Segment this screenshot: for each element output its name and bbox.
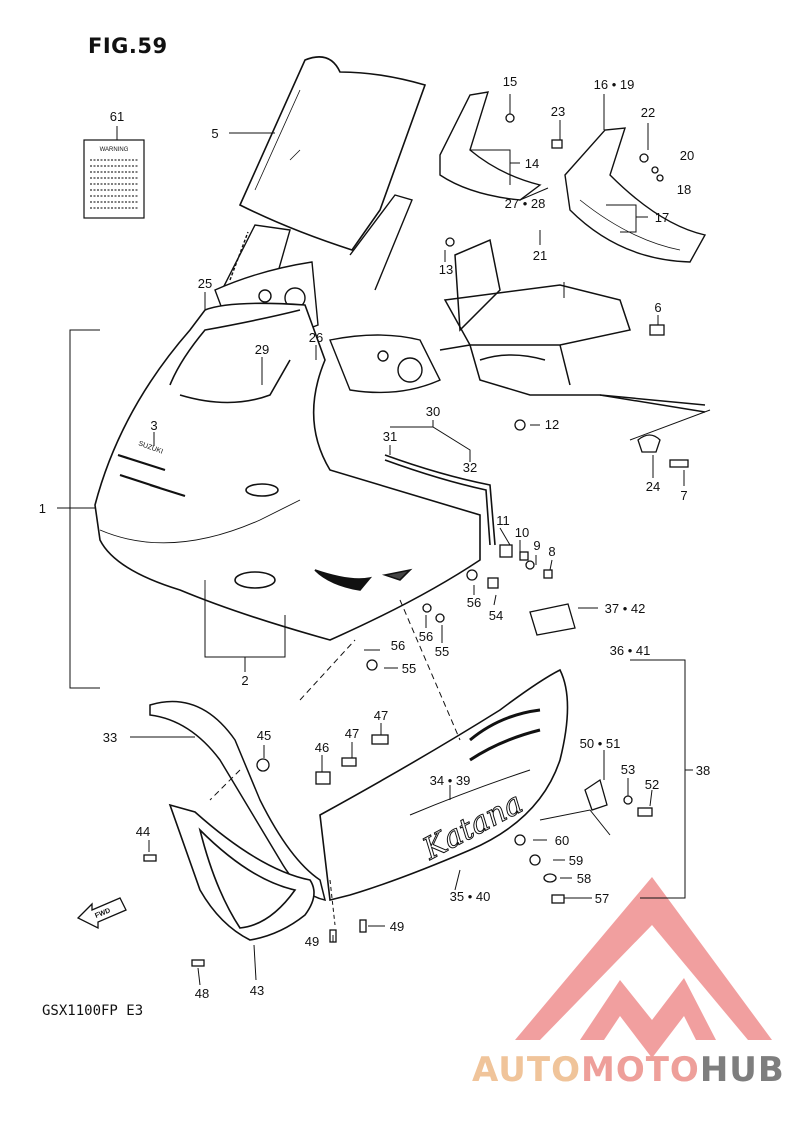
callout-16-19: 16 • 19 [594,77,635,92]
callout-59: 59 [569,853,583,868]
callout-3: 3 [150,418,157,433]
callout-57: 57 [595,891,609,906]
callout-56-mid: 56 [419,629,433,644]
callout-6: 6 [654,300,661,315]
callout-9: 9 [533,538,540,553]
watermark-logo [515,877,772,1058]
leader-lines [57,94,711,986]
callout-35-40: 35 • 40 [450,889,491,904]
callout-60: 60 [555,833,569,848]
lower-cowling [319,668,569,901]
watermark-wordmark: AUTOMOTOHUB [472,1050,785,1090]
callout-26: 26 [309,330,323,345]
fwd-arrow-icon [76,897,127,930]
callout-43: 43 [250,983,264,998]
callout-55-left: 55 [402,661,416,676]
trim-strip [384,454,496,546]
callout-50-51: 50 • 51 [580,736,621,751]
callout-30: 30 [426,404,440,419]
callout-58: 58 [577,871,591,886]
callout-32: 32 [463,460,477,475]
callout-27-28: 27 • 28 [505,196,546,211]
part-callouts: 1 2 3 5 6 7 8 9 10 11 12 13 14 15 16 • 1… [39,74,710,1001]
callout-34-39: 34 • 39 [430,773,471,788]
upper-cowling [94,302,481,641]
callout-13: 13 [439,262,453,277]
cowling-bracket-frame [443,238,706,413]
callout-14: 14 [525,156,539,171]
inner-side-panels [439,91,707,263]
callout-31: 31 [383,429,397,444]
watermark-auto: AUTO [472,1050,581,1090]
callout-36-41: 36 • 41 [610,643,651,658]
callout-17: 17 [655,210,669,225]
callout-38: 38 [696,763,710,778]
callout-29: 29 [255,342,269,357]
callout-1: 1 [39,501,46,516]
model-code: GSX1100FP E3 [42,1003,144,1019]
callout-55-right: 55 [435,644,449,659]
watermark-moto: MOTO [580,1050,700,1090]
windscreen [238,56,427,251]
callout-56-top: 56 [467,595,481,610]
callout-12: 12 [545,417,559,432]
callout-56-left: 56 [391,638,405,653]
callout-54: 54 [489,608,503,623]
callout-47-left: 47 [345,726,359,741]
inner-triangle-panel [168,803,315,941]
callout-49-right: 49 [390,919,404,934]
callout-7: 7 [680,488,687,503]
warning-label-sticker: WARNING [83,139,145,219]
callout-20: 20 [680,148,694,163]
callout-52: 52 [645,777,659,792]
callout-18: 18 [677,182,691,197]
callout-22: 22 [641,105,655,120]
callout-53: 53 [621,762,635,777]
callout-44: 44 [136,824,150,839]
callout-37-42: 37 • 42 [605,601,646,616]
callout-61: 61 [110,109,124,124]
callout-8: 8 [548,544,555,559]
callout-10: 10 [515,525,529,540]
callout-33: 33 [103,730,117,745]
callout-11: 11 [496,513,510,528]
warning-label-text: WARNING [100,147,129,153]
callout-15: 15 [503,74,517,89]
callout-47-right: 47 [374,708,388,723]
callout-2: 2 [241,673,248,688]
callout-5: 5 [211,126,218,141]
watermark-hub: HUB [699,1050,785,1090]
callout-21: 21 [533,248,547,263]
callout-23: 23 [551,104,565,119]
callout-45: 45 [257,728,271,743]
figure-title: FIG.59 [88,34,168,58]
callout-24: 24 [646,479,660,494]
callout-49-left: 49 [305,934,319,949]
fasteners [143,113,689,967]
callout-46: 46 [315,740,329,755]
callout-25: 25 [198,276,212,291]
callout-48: 48 [195,986,209,1001]
